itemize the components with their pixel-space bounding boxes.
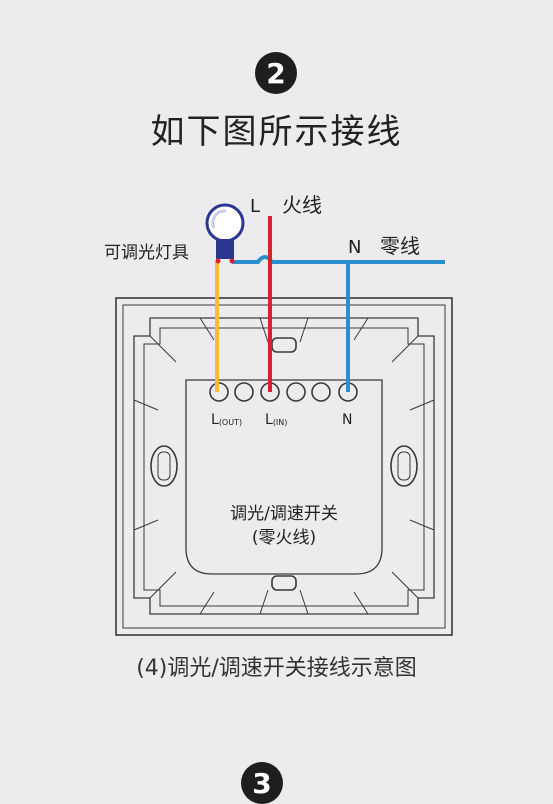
switch-type-label: 调光/调速开关 <box>230 504 338 524</box>
switch-wiring-label: (零火线) <box>252 528 316 548</box>
box-bracket-ring-inner <box>143 327 425 607</box>
box-bottom-tab <box>271 575 297 591</box>
next-step-text: 3 <box>252 766 272 800</box>
right-screw-slot-inner <box>397 451 411 481</box>
neutral-letter-label: N <box>348 237 361 258</box>
lamp-label: 可调光灯具 <box>104 243 189 263</box>
box-top-tab <box>271 337 297 353</box>
box-ribs <box>133 317 435 615</box>
box-cavity <box>185 379 383 575</box>
neutral-wire-label: 零线 <box>380 234 420 258</box>
next-step-badge: 3 <box>241 762 283 804</box>
switch-back-box <box>115 297 453 636</box>
live-letter-label: L <box>250 196 260 217</box>
diagram-caption: (4)调光/调速开关接线示意图 <box>136 656 417 681</box>
step-number-badge: 2 <box>255 52 297 94</box>
box-outer-frame <box>115 297 453 636</box>
left-screw-slot <box>150 445 178 487</box>
box-bracket-ring <box>133 317 435 615</box>
left-screw-slot-inner <box>157 451 171 481</box>
box-inner-frame <box>122 304 446 629</box>
step-number-text: 2 <box>266 56 286 90</box>
terminal-l-out-label: L(OUT) <box>211 412 242 428</box>
terminal-2 <box>234 382 254 402</box>
terminal-4 <box>286 382 306 402</box>
terminal-n-label: N <box>342 412 352 428</box>
lamp-bulb-icon <box>205 203 245 264</box>
terminal-block <box>209 382 358 402</box>
terminal-5 <box>311 382 331 402</box>
page-heading: 如下图所示接线 <box>150 112 403 152</box>
live-wire-label: 火线 <box>282 193 322 217</box>
terminal-l-in-label: L(IN) <box>265 412 287 428</box>
right-screw-slot <box>390 445 418 487</box>
